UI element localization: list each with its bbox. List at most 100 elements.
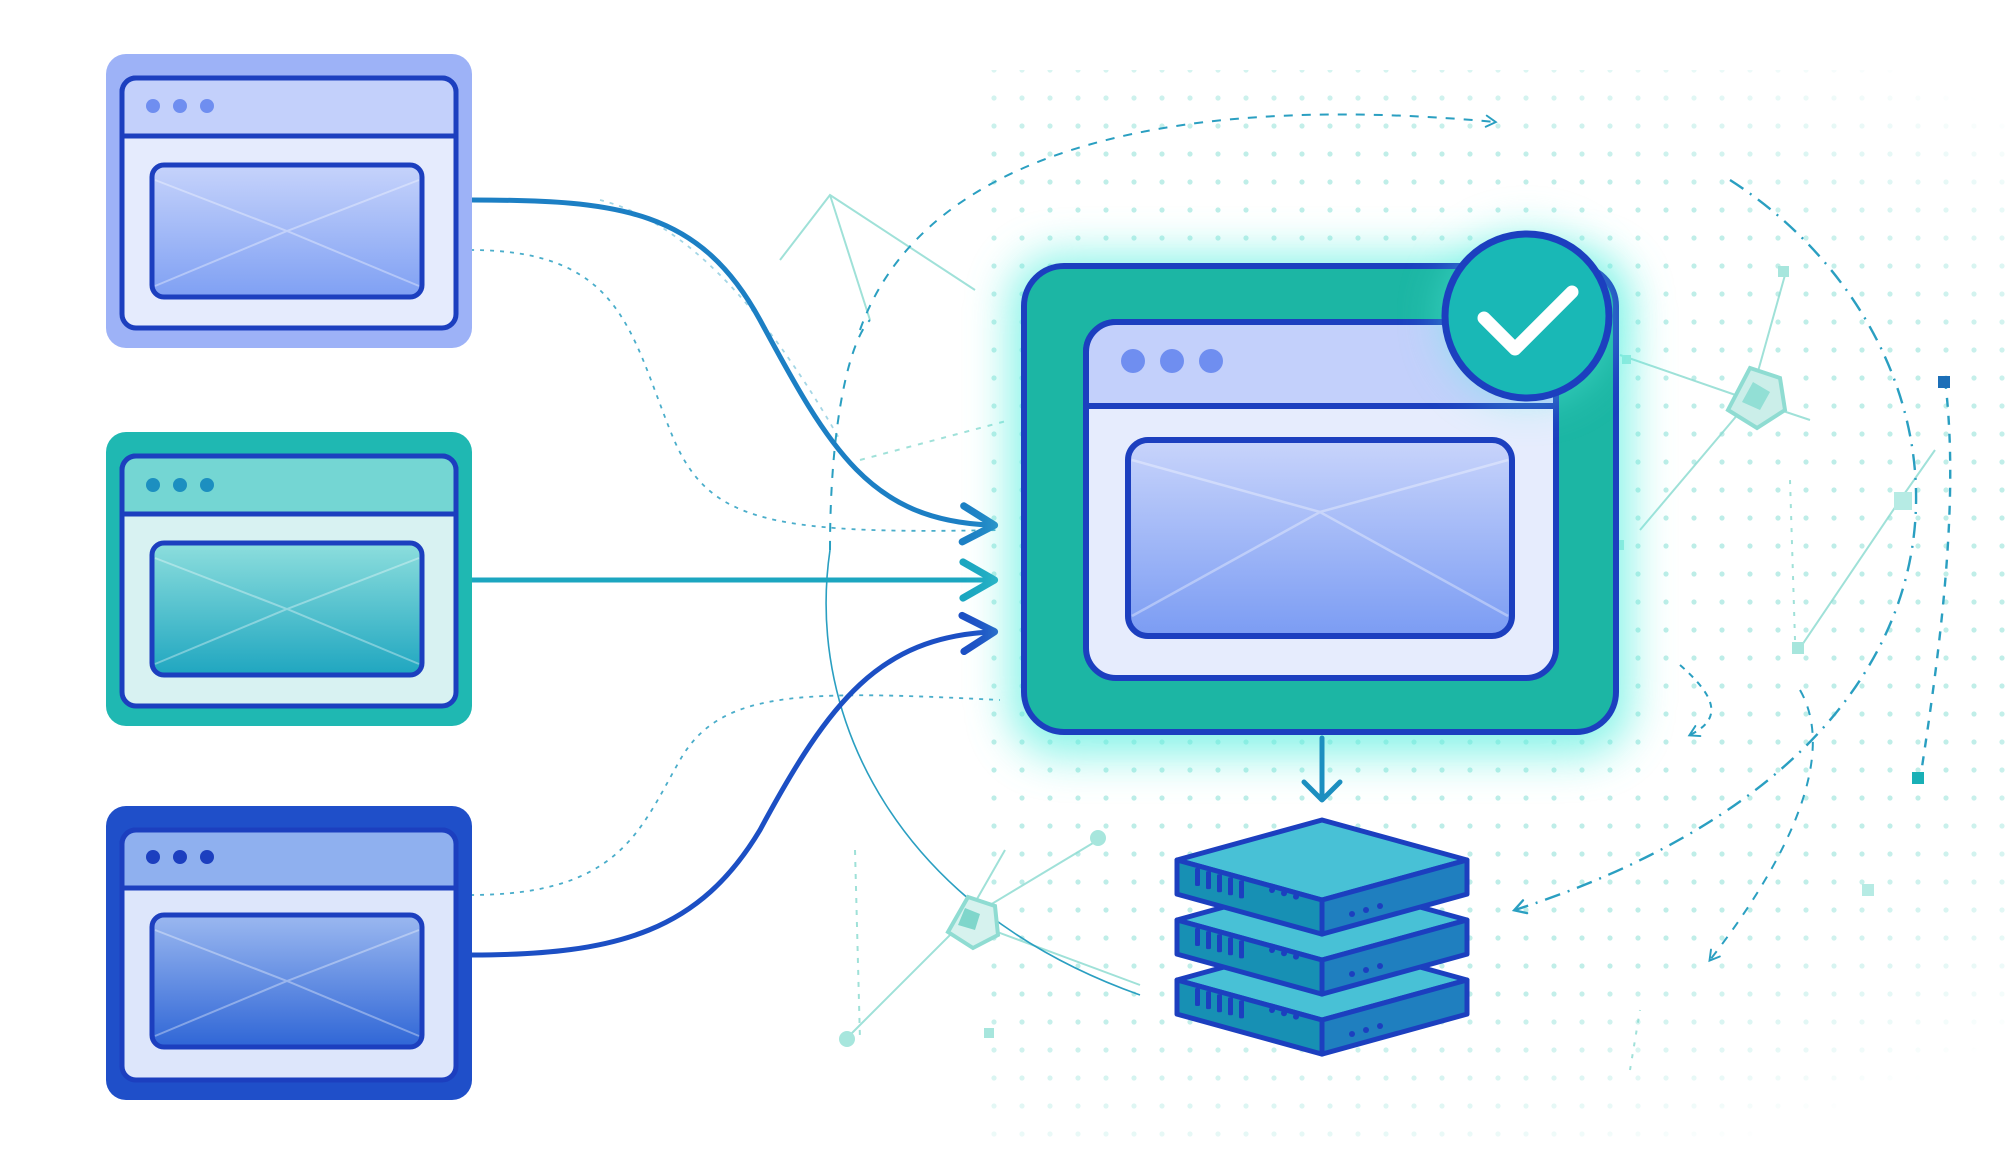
server-indicator xyxy=(1281,1010,1287,1017)
server-indicator xyxy=(1269,947,1275,953)
orbit-arcs xyxy=(825,113,1952,996)
window-dot xyxy=(200,99,214,113)
window-dot xyxy=(173,850,187,864)
orbit-arc-return xyxy=(1708,689,1814,963)
window-dot xyxy=(146,99,160,113)
orbit-arc-left xyxy=(825,549,1141,996)
server-vent xyxy=(1239,880,1244,899)
network-node-icon xyxy=(984,1028,994,1038)
image-placeholder-lines xyxy=(1131,458,1509,618)
window-dot xyxy=(1121,349,1145,373)
server-indicator xyxy=(1349,971,1355,977)
network-line xyxy=(1789,479,1796,641)
server-vent xyxy=(1206,931,1211,950)
hub-window xyxy=(1021,263,1619,735)
server-vent xyxy=(1239,1000,1244,1019)
orbit-arc-far-right xyxy=(1918,379,1952,781)
source-window-2-image xyxy=(149,540,425,678)
orbit-arc-right xyxy=(1511,178,1918,915)
network-node-icon xyxy=(839,1031,855,1047)
secondary-connector xyxy=(469,249,1001,532)
network-node-icon xyxy=(1912,772,1924,784)
image-placeholder-lines xyxy=(154,929,420,1037)
network-node-icon xyxy=(1792,642,1804,654)
server-indicator xyxy=(1377,903,1383,909)
network-node-icon xyxy=(1862,884,1874,896)
network-node-icon xyxy=(1938,376,1950,388)
source-window-2-titlebar xyxy=(119,453,459,517)
source-window-2 xyxy=(106,432,472,726)
server-right-face xyxy=(1319,917,1470,997)
server-unit xyxy=(1174,817,1470,937)
source-window-3 xyxy=(106,806,472,1100)
window-dot xyxy=(146,850,160,864)
network-node-icon xyxy=(1090,830,1106,846)
orbit-arc-top xyxy=(859,113,1498,331)
server-indicator xyxy=(1293,953,1299,960)
source-window-3-titlebar xyxy=(119,827,459,891)
server-vent xyxy=(1217,874,1222,893)
hub-window-image xyxy=(1125,437,1515,639)
source-window-1-titlebar xyxy=(119,75,459,139)
source-window-3-image xyxy=(149,912,425,1050)
source-window-1 xyxy=(106,54,472,348)
server-stack-icon xyxy=(1174,817,1470,1057)
background-network xyxy=(779,193,1936,1071)
window-dot xyxy=(200,850,214,864)
checkmark-badge xyxy=(1441,230,1613,402)
verified-badge xyxy=(1441,230,1613,402)
server-indicator xyxy=(1349,1031,1355,1037)
network-node-icon xyxy=(1894,492,1912,510)
server-indicator xyxy=(1281,890,1287,897)
server-vent xyxy=(1217,994,1222,1013)
server-vent xyxy=(1228,997,1233,1016)
server-indicator xyxy=(1377,963,1383,969)
connection-source-1-to-hub xyxy=(469,197,999,546)
server-indicator xyxy=(1363,967,1369,973)
server-right-face xyxy=(1319,857,1470,937)
server-indicator xyxy=(1349,911,1355,917)
window-dot xyxy=(1199,349,1223,373)
source-window-1-image xyxy=(149,162,425,300)
orbit-arc-left-top xyxy=(829,319,871,551)
down-arrow-icon xyxy=(1301,779,1343,803)
network-line xyxy=(854,849,861,1041)
network-line xyxy=(1629,1009,1641,1071)
network-node-icon xyxy=(958,908,980,930)
server-right-face xyxy=(1319,977,1470,1057)
checkmark-icon xyxy=(1477,285,1579,356)
server-indicator xyxy=(1293,1013,1299,1020)
network-node-icon xyxy=(1778,266,1789,277)
server-indicator xyxy=(1269,887,1275,893)
server-vent xyxy=(1195,988,1200,1006)
network-node-icon xyxy=(1742,382,1770,410)
window-dot xyxy=(200,478,214,492)
network-line xyxy=(859,419,1011,461)
server-vent xyxy=(1239,940,1244,959)
orbit-arc-small xyxy=(1679,664,1713,738)
server-indicator xyxy=(1377,1023,1383,1029)
server-vent xyxy=(1206,871,1211,890)
server-vent xyxy=(1195,868,1200,886)
image-placeholder-lines xyxy=(154,557,420,665)
server-vent xyxy=(1206,991,1211,1010)
window-dot xyxy=(146,478,160,492)
window-dot xyxy=(173,99,187,113)
secondary-connectors xyxy=(469,199,1001,896)
server-indicator xyxy=(1363,1027,1369,1033)
connection-source-3-to-hub xyxy=(469,611,999,958)
network-line xyxy=(829,194,871,321)
server-indicator xyxy=(1363,907,1369,913)
network-line xyxy=(1639,399,1751,531)
server-vent xyxy=(1217,934,1222,953)
hub-to-server-arrow xyxy=(1301,735,1343,803)
window-dot xyxy=(173,478,187,492)
server-vent xyxy=(1228,937,1233,956)
server-vent xyxy=(1195,928,1200,946)
server-indicator xyxy=(1293,893,1299,900)
server-indicator xyxy=(1281,950,1287,957)
server-vent xyxy=(1228,877,1233,896)
secondary-connector xyxy=(599,199,841,441)
